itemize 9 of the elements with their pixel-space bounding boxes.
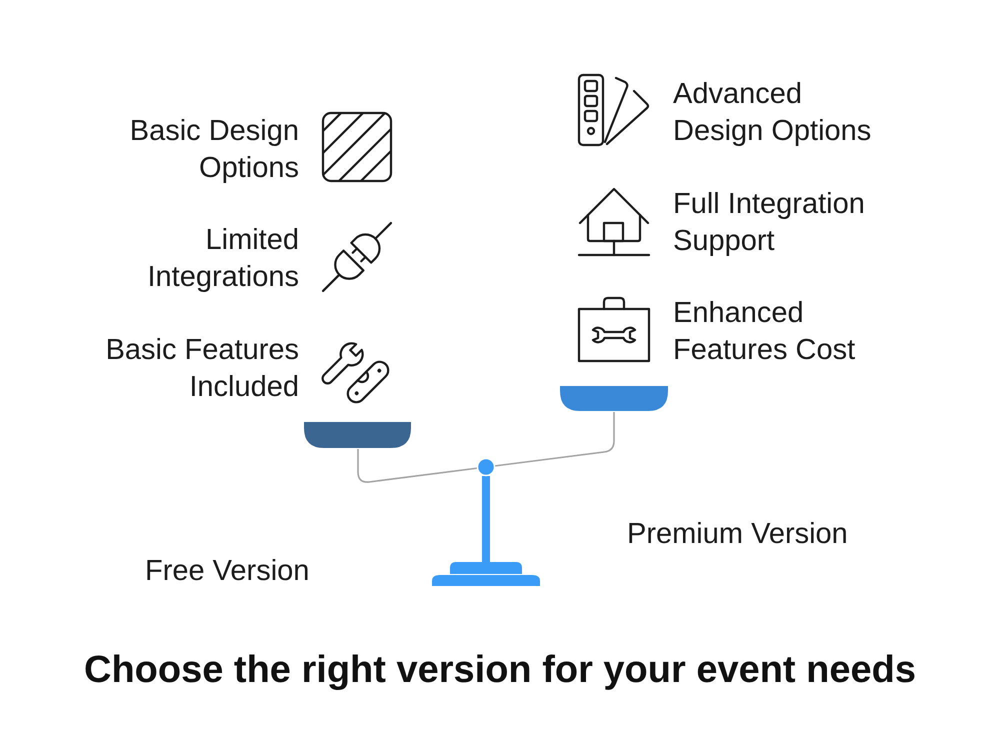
feature-label: Limited Integrations bbox=[146, 223, 299, 295]
feature-label: Enhanced Features Cost bbox=[673, 296, 856, 368]
feature-label: Basic Features Included bbox=[104, 333, 299, 405]
version-label: Premium Version bbox=[627, 517, 849, 552]
feature-label: Basic Design Options bbox=[128, 114, 299, 186]
diagram-title: Choose the right version for your event needs bbox=[83, 648, 917, 693]
feature-label: Full Integration Support bbox=[673, 187, 866, 259]
feature-label: Advanced Design Options bbox=[673, 77, 872, 149]
version-label: Free Version bbox=[145, 554, 310, 589]
